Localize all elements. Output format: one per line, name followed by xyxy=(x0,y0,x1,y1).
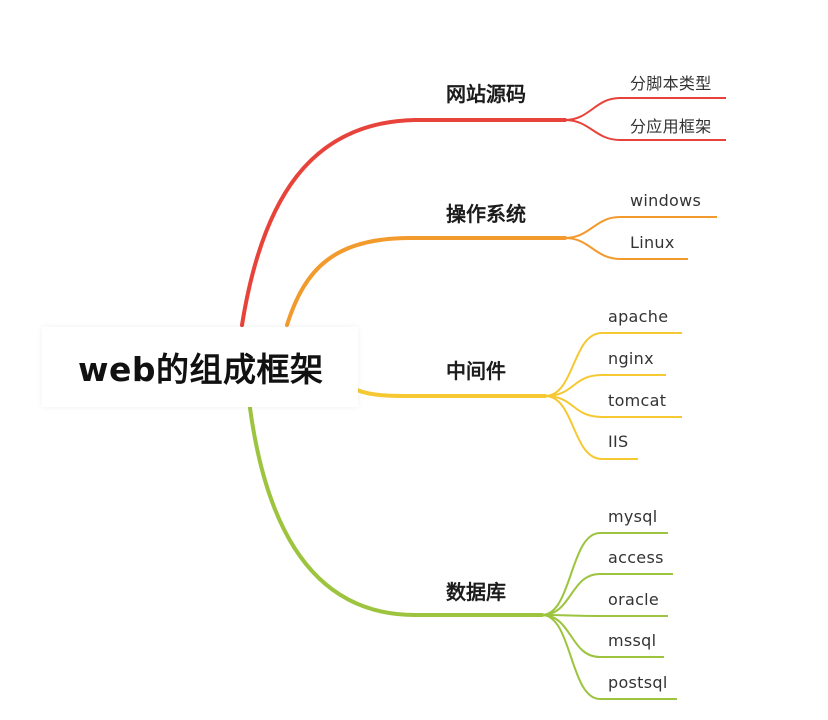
root-node-label: web的组成框架 xyxy=(78,350,324,389)
branch-label-database[interactable]: 数据库 xyxy=(446,580,506,604)
connector-leaf xyxy=(564,97,726,121)
leaf-label[interactable]: postsql xyxy=(608,673,668,692)
leaf-label[interactable]: access xyxy=(608,548,664,567)
connector-leaf xyxy=(541,573,673,616)
leaf-label[interactable]: mssql xyxy=(608,631,657,650)
branch-label-operating-system[interactable]: 操作系统 xyxy=(446,202,526,226)
connector-leaf xyxy=(564,119,726,141)
connector-root-to-branch-4 xyxy=(248,406,544,617)
leaf-label[interactable]: apache xyxy=(608,307,669,326)
branch-label-middleware[interactable]: 中间件 xyxy=(446,359,506,383)
leaf-label[interactable]: 分应用框架 xyxy=(630,117,712,136)
connector-leaf xyxy=(564,216,717,239)
leaf-label[interactable]: windows xyxy=(630,191,702,210)
leaf-label[interactable]: IIS xyxy=(608,432,629,451)
leaf-label[interactable]: Linux xyxy=(630,233,675,252)
leaf-label[interactable]: 分脚本类型 xyxy=(630,74,712,93)
connector-leaf xyxy=(541,532,668,616)
leaf-label[interactable]: oracle xyxy=(608,590,660,609)
leaf-label[interactable]: nginx xyxy=(608,349,654,368)
connector-leaf xyxy=(544,332,682,397)
connector-root-to-branch-3 xyxy=(355,388,547,398)
root-node-box[interactable] xyxy=(42,327,358,407)
branch-label-website-source[interactable]: 网站源码 xyxy=(446,82,526,106)
connector-root-to-branch-1 xyxy=(240,118,567,327)
connector-leaf xyxy=(544,395,638,460)
leaf-label[interactable]: mysql xyxy=(608,507,658,526)
connector-leaf xyxy=(541,614,677,700)
connector-leaf xyxy=(544,374,666,397)
connector-leaf xyxy=(564,237,688,260)
leaf-label[interactable]: tomcat xyxy=(608,391,667,410)
connector-leaf xyxy=(541,614,668,617)
connector-root-to-branch-2 xyxy=(285,236,567,327)
connector-leaf xyxy=(544,395,682,418)
connector-leaf xyxy=(541,614,664,658)
